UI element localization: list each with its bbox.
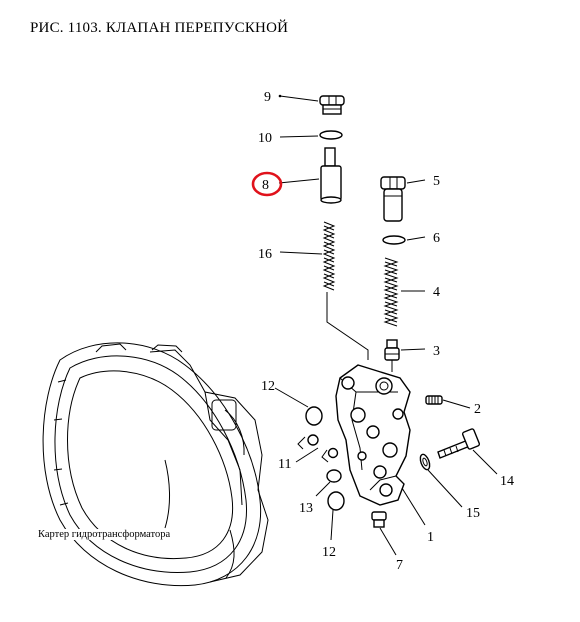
part-16-spring — [322, 221, 336, 291]
part-8-piston — [320, 147, 342, 204]
figure-title: РИС. 1103. КЛАПАН ПЕРЕПУСКНОЙ — [30, 20, 289, 36]
callout-2: 2 — [474, 402, 481, 417]
part-12-oring-bottom — [327, 491, 345, 511]
callout-12-bottom: 12 — [322, 545, 336, 560]
callout-16: 16 — [258, 247, 272, 262]
part-3-valve — [384, 339, 400, 372]
callout-1: 1 — [427, 530, 434, 545]
callout-5: 5 — [433, 174, 440, 189]
part-14-bolt — [437, 428, 481, 459]
callout-8: 8 — [262, 178, 269, 193]
callout-13: 13 — [299, 501, 313, 516]
callout-8-highlight — [251, 171, 283, 197]
callout-7: 7 — [396, 558, 403, 573]
part-15-washer — [419, 453, 431, 471]
part-6-oring — [382, 235, 406, 245]
callout-4: 4 — [433, 285, 440, 300]
part-12-oring-top — [305, 406, 323, 426]
callout-14: 14 — [500, 474, 514, 489]
callout-6: 6 — [433, 231, 440, 246]
callout-10: 10 — [258, 131, 272, 146]
callout-9: 9 — [264, 90, 271, 105]
callout-12-top: 12 — [261, 379, 275, 394]
part-4-spring — [383, 257, 399, 327]
converter-housing — [42, 342, 269, 587]
callout-15: 15 — [466, 506, 480, 521]
part-2-plug — [425, 395, 443, 405]
part-10-oring — [319, 130, 343, 140]
part-9-plug — [319, 95, 345, 115]
part-13-oring — [326, 469, 342, 483]
part-1-valve-body — [335, 364, 411, 506]
callout-11: 11 — [278, 457, 291, 472]
part-7-plug — [371, 511, 387, 528]
part-11-rings — [297, 434, 339, 463]
part-5-plug — [380, 176, 406, 222]
housing-caption: Картер гидротрансформатора — [38, 529, 171, 540]
callout-3: 3 — [433, 344, 440, 359]
